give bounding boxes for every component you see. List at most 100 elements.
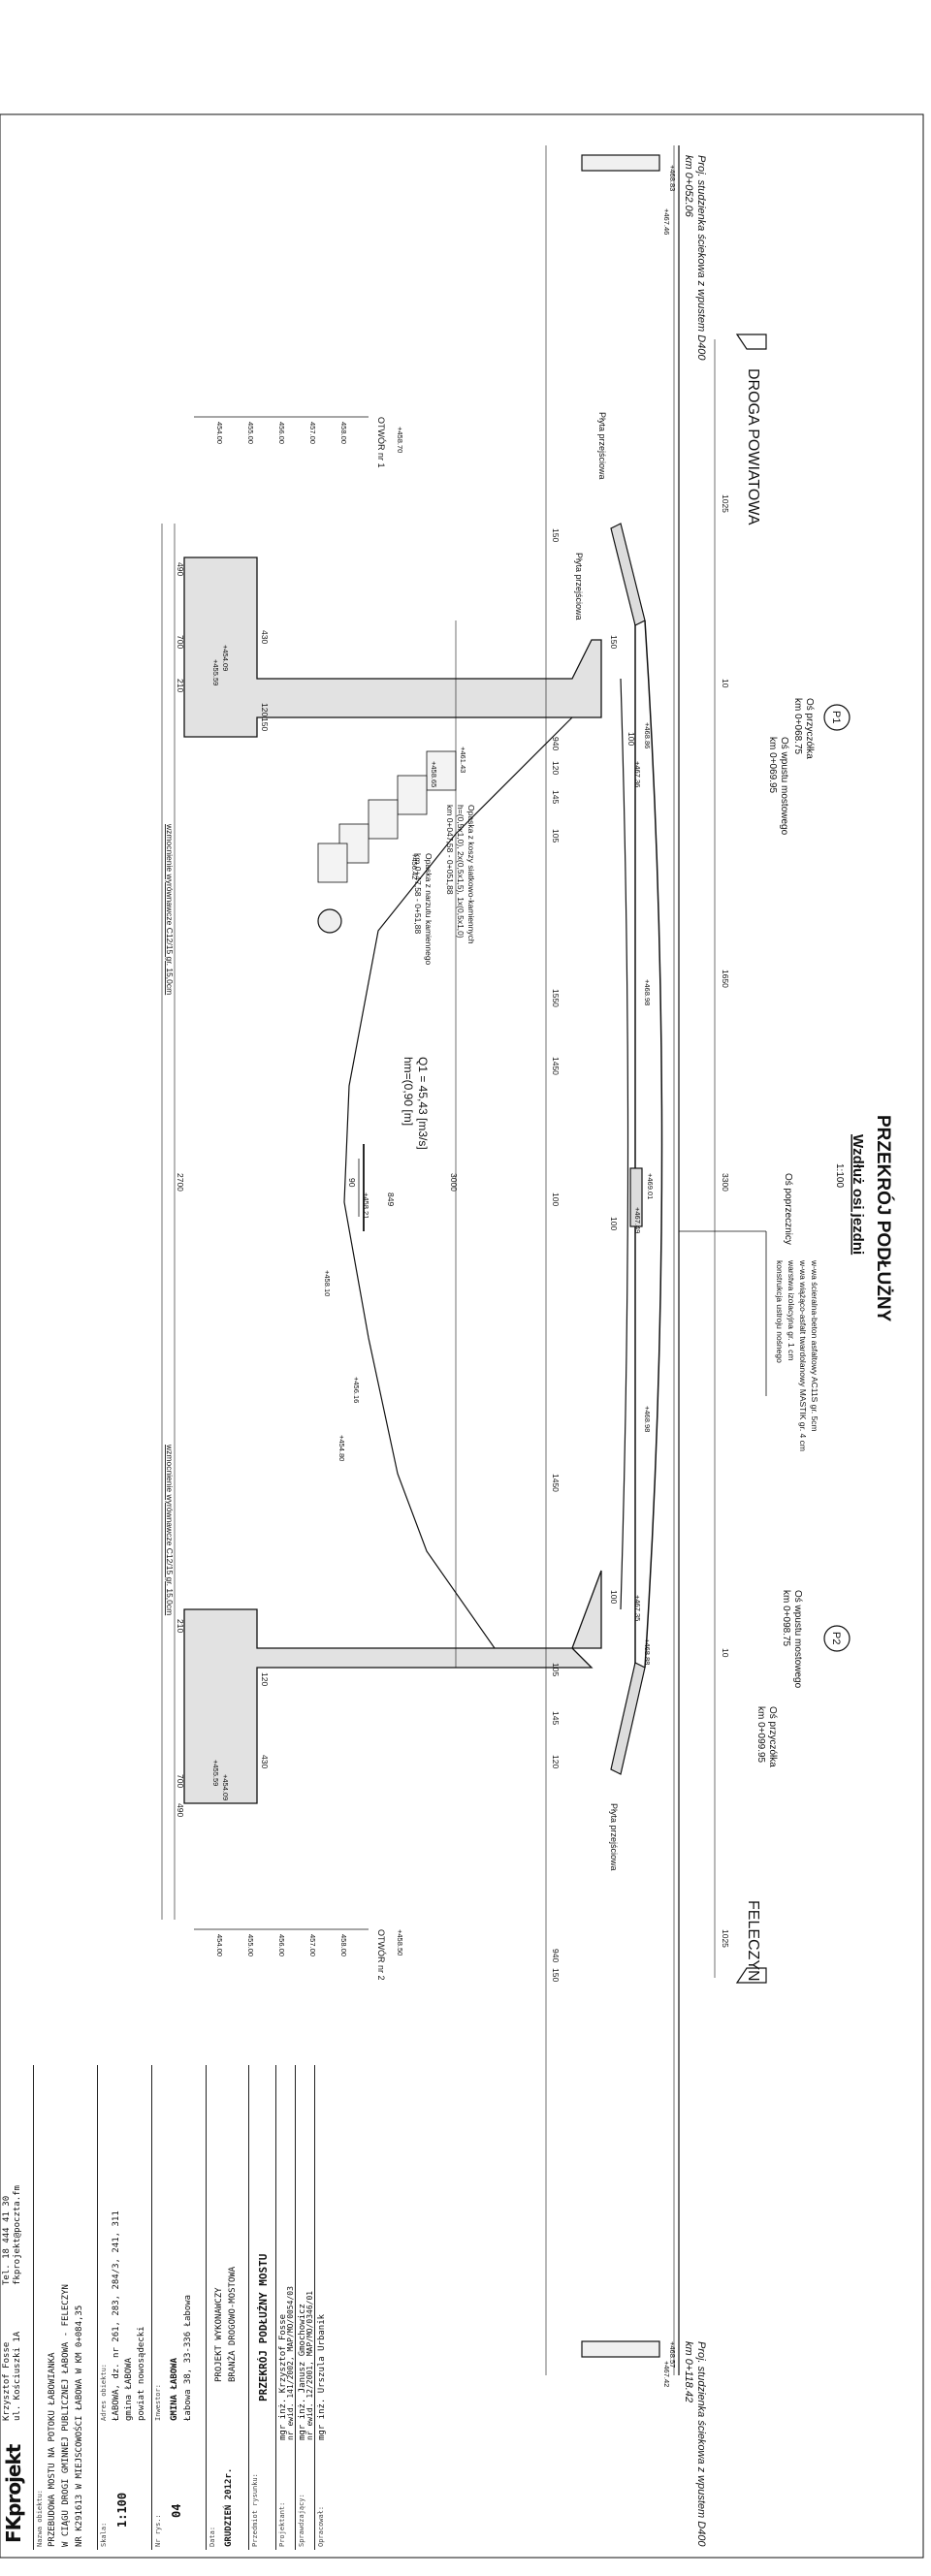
ground-elevation-4: +456.42 (410, 853, 419, 879)
p1-marker-icon (823, 704, 851, 731)
dimension-33: 90 (347, 1178, 357, 1188)
deck-elevation-3: +467.36 (633, 761, 642, 787)
dimension-12: 100 (609, 1217, 619, 1230)
investor-line-2: Łabowa 38, 33-336 Łabowa (183, 2294, 193, 2421)
gabion-1: Opaska z koszy siatkowo-kamiennych (466, 805, 476, 944)
dimension-28: 120 (260, 703, 270, 716)
dimension-37: 430 (260, 1755, 270, 1768)
ground-elevation-12: +458.50 (396, 1929, 404, 1956)
dimension-3: 145 (551, 790, 561, 804)
deck-elevation-1: +467.46 (662, 208, 671, 235)
sheet-frame (0, 113, 924, 2559)
well-bottom (581, 2340, 660, 2358)
riprap-stone (317, 908, 342, 934)
company-line-1: Krzysztof Fosse (2, 2341, 12, 2421)
fill-right: wzmocnienie wyrównawcze C12/15 gr. 15,0c… (165, 1444, 175, 1615)
ground-elevation-9: +455.59 (211, 1760, 220, 1786)
deck-elevation-2: +468.86 (643, 722, 652, 748)
well-top-line2: km 0+052.06 (683, 155, 694, 218)
approach-slab-left (610, 523, 646, 626)
direction-left: DROGA POWIATOWA (745, 368, 761, 525)
arrow-left-icon (735, 334, 767, 350)
deck-elevation-10: +468.57 (668, 2341, 677, 2368)
drawing-name: PRZEKRÓJ PODŁUŻNY MOSTU (257, 2253, 270, 2401)
borehole-left-level-0: 458.00 (339, 422, 348, 444)
dimension-14: 1650 (721, 970, 730, 988)
layer-4: konstrukcja ustroju nośnego (775, 1260, 785, 1363)
investor-line-1: GMINA ŁABOWA (170, 2357, 179, 2421)
deck-elevation-5: +469.01 (646, 1173, 655, 1199)
ground-elevation-2: +461.43 (459, 747, 467, 773)
p2-axis-2: km 0+099.95 (755, 1706, 766, 1764)
company-line-3: Tel. 18 444 41 30 (2, 2195, 12, 2285)
borehole-left-level-3: 455.00 (246, 422, 255, 444)
dimension-29: 150 (260, 717, 270, 731)
dimension-19: 145 (551, 1711, 561, 1725)
object-line-2: W CIĄGU DROGI GMINNEJ PUBLICZNEJ ŁABOWA … (61, 2284, 71, 2547)
borehole-right-level-2: 456.00 (277, 1934, 286, 1956)
abutment-p1 (183, 557, 602, 738)
abutment-p2 (183, 1570, 602, 1804)
deck-top (644, 620, 663, 1669)
deck-bottom (620, 678, 629, 1610)
dimension-5: 1025 (721, 494, 730, 513)
dimension-30: 2700 (176, 1173, 185, 1192)
deck-elevation-6: +467.49 (633, 1207, 642, 1233)
p2-label: P2 (830, 1632, 842, 1644)
dimension-38: 120 (260, 1672, 270, 1686)
p2-marker-icon (823, 1625, 851, 1652)
drawing-no: 04 (170, 2503, 183, 2518)
dimension-9: 1550 (551, 989, 561, 1007)
borehole-right-level-1: 457.00 (308, 1934, 317, 1956)
layer-3: warstwa izolacyjna gr. 1 cm (787, 1259, 796, 1360)
elevation-labels: +468.83+467.46+468.86+467.36+468.98+469.… (211, 165, 677, 2387)
stage-line-1: PROJEKT WYKONAWCZY (214, 2287, 224, 2382)
dimension-4: 105 (551, 829, 561, 843)
object-line-3: NR K291613 W MIEJSCOWOŚCI ŁABOWA W KM 0+… (75, 2305, 84, 2547)
dimension-18: 105 (551, 1663, 561, 1676)
arrow-right-icon (735, 1967, 767, 1984)
address-line-1: ŁABOWA, dz. nr 261, 283, 284/3, 241, 311 (112, 2210, 121, 2421)
company-line-2: ul. Kościuszki 1A (13, 2331, 22, 2421)
dimension-2: 120 (551, 761, 561, 775)
title-main: PRZEKRÓJ PODŁUŻNY (873, 1115, 894, 1322)
p2-axis-1: Oś przyczółka (767, 1706, 778, 1767)
designer-label: Projektant: (278, 2501, 286, 2547)
borehole-scale: 458.00457.00456.00455.00454.00458.00457.… (215, 422, 348, 1956)
slab-left-label: Płyta przejściowa (597, 412, 607, 480)
address-line-2: gmina ŁABOWA (124, 2357, 134, 2421)
checker-id: nr ewid. 12/2001, MAP/MO/0346/01 (305, 2290, 314, 2440)
gabion-blocks (317, 750, 457, 883)
ground-elevation-11: +458.70 (396, 427, 404, 453)
borehole-left-level-1: 457.00 (308, 422, 317, 444)
layer-2: w-wa wiążąco-asfalt twardolanowy MASTIK … (798, 1259, 808, 1451)
direction-right: FELECZYN (745, 1900, 761, 1982)
deck-elevation-0: +468.83 (668, 165, 677, 191)
ground-elevation-0: +454.09 (221, 645, 230, 671)
dimension-1: 940 (551, 737, 561, 750)
ground-elevation-10: +454.09 (221, 1774, 230, 1800)
riprap-2: km 0+47,58 - 0+51,88 (413, 853, 423, 934)
object-label: Nazwa obiektu: (36, 2489, 44, 2547)
ground-elevation-1: +455.59 (211, 659, 220, 685)
bridge-structure (161, 145, 851, 2375)
deck-elevation-8: +468.88 (643, 1638, 652, 1665)
approach-slab-right (610, 1662, 646, 1775)
p1-inlet-2: km 0+069.95 (767, 737, 778, 794)
dimension-26: 210 (176, 679, 185, 692)
well-bottom-line2: km 0+118.42 (683, 2341, 694, 2402)
dimension-17: 10 (721, 1648, 730, 1658)
dimension-23: 1025 (721, 1929, 730, 1948)
date-label: Data: (209, 2526, 216, 2547)
date-value: GRUDZIEŃ 2012r. (224, 2467, 234, 2547)
scale-label: Skala: (100, 2522, 108, 2547)
labels: PRZEKRÓJ PODŁUŻNY Wzdłuż osi jezdni 1:10… (165, 155, 894, 2547)
p1-axis-1: Oś przyczółka (804, 698, 815, 759)
ground-elevation-5: +458.21 (362, 1193, 370, 1219)
p1-inlet-1: Oś wpustu mostowego (779, 737, 789, 836)
p2-inlet-2: km 0+098.75 (781, 1590, 791, 1647)
dimension-6: 10 (721, 679, 730, 688)
borehole-right-level-0: 458.00 (339, 1934, 348, 1956)
